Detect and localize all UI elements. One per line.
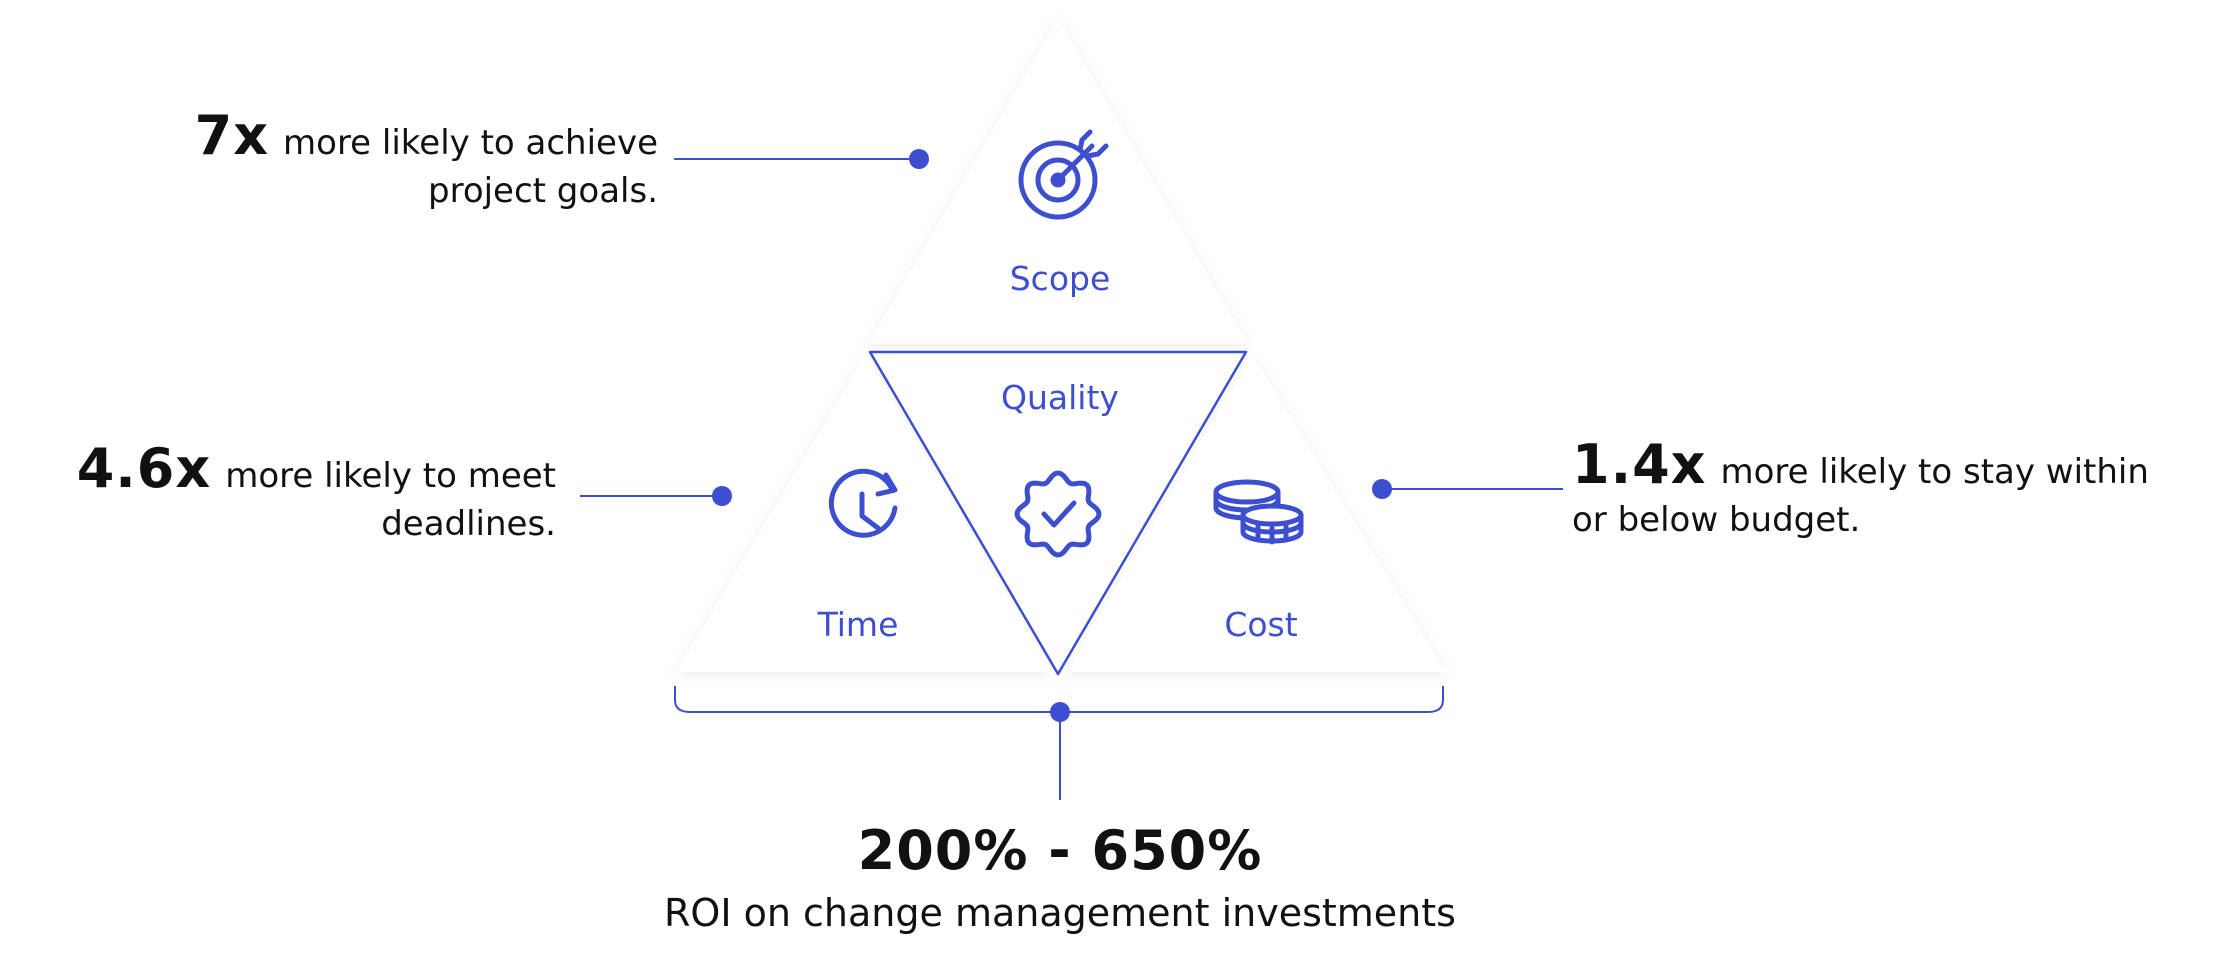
time-label: Time [817, 605, 899, 644]
quality-label: Quality [1001, 378, 1119, 417]
quality-segment [868, 350, 1248, 676]
scope-connector [674, 149, 929, 169]
cost-label: Cost [1224, 605, 1297, 644]
roi-callout: 200% - 650% ROI on change management inv… [560, 818, 1560, 938]
badge-check-icon [1014, 470, 1102, 558]
scope-stat-text: more likely to achieve project goals. [283, 123, 658, 211]
cost-connector [1372, 479, 1563, 499]
time-connector [580, 486, 732, 506]
clock-icon [828, 468, 898, 538]
cost-stat-value: 1.4x [1572, 433, 1707, 496]
roi-label: ROI on change management investments [664, 891, 1456, 935]
roi-value: 200% - 650% [857, 819, 1263, 882]
scope-label: Scope [1010, 259, 1111, 298]
time-stat-text: more likely to meet deadlines. [225, 456, 556, 544]
scope-stat-value: 7x [194, 104, 270, 167]
time-stat-value: 4.6x [76, 437, 212, 500]
cost-stat-text: more likely to stay within or below budg… [1572, 452, 2149, 540]
coins-icon [1213, 479, 1304, 545]
target-icon [1018, 129, 1109, 220]
roi-bracket-dot [1050, 702, 1070, 722]
